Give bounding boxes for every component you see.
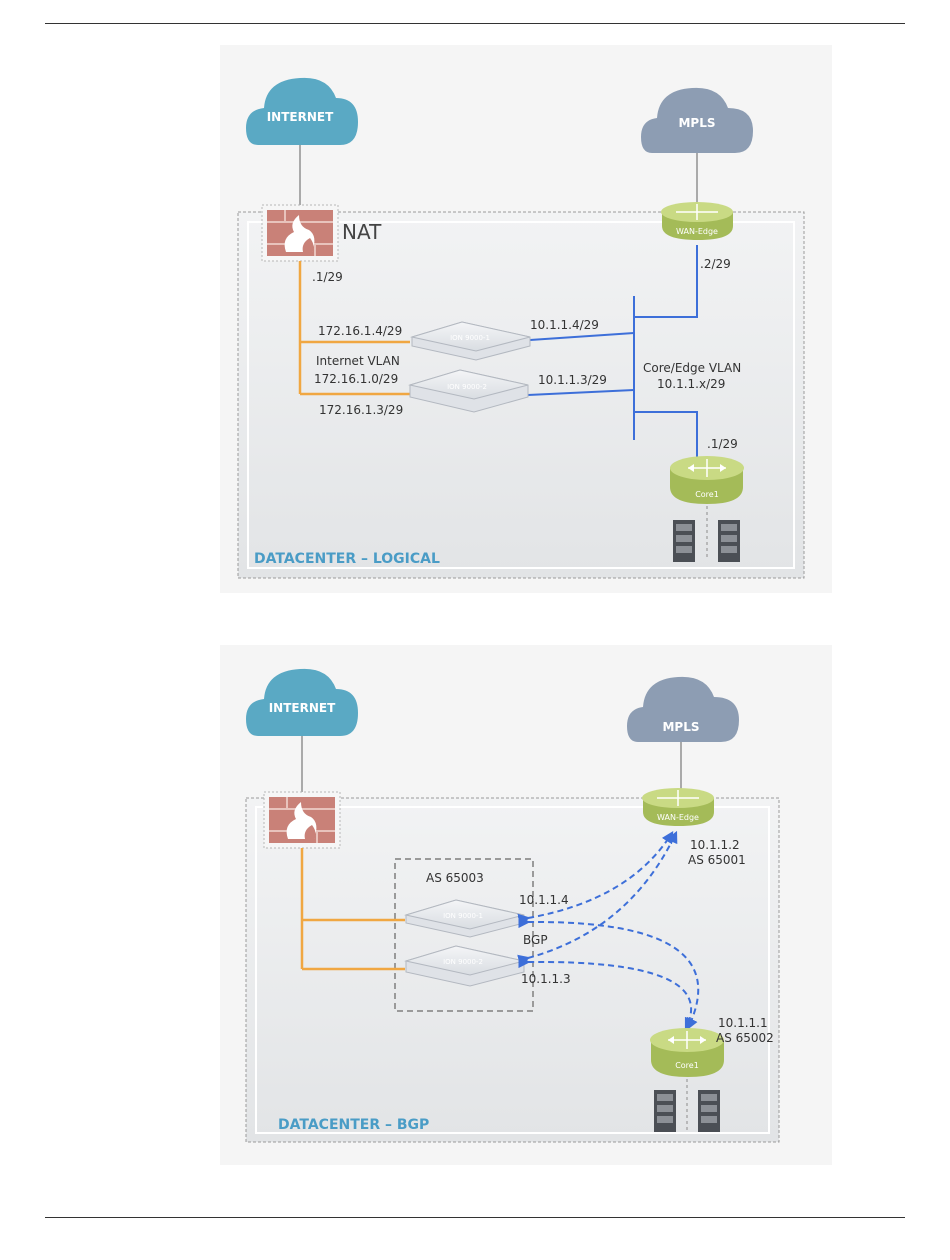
nat-label: NAT [342, 220, 382, 244]
core1-as: AS 65002 [716, 1031, 774, 1045]
as-group-label: AS 65003 [426, 871, 484, 885]
mpls-label: MPLS [662, 720, 699, 734]
bgp-label: BGP [523, 933, 548, 947]
core1-router-icon [670, 456, 744, 504]
core-edge-vlan-links [527, 245, 698, 457]
ion1-internet-address: 172.16.1.4/29 [318, 324, 402, 338]
wan-edge-label: WAN-Edge [676, 227, 718, 236]
wan-edge-router-icon [661, 202, 733, 240]
core1-label: Core1 [675, 1061, 699, 1070]
mpls-cloud-icon [627, 676, 739, 742]
core-edge-vlan-name: Core/Edge VLAN [643, 361, 741, 375]
ion1-ip-label: 10.1.1.4 [519, 893, 569, 907]
ion2-ip-label: 10.1.1.3 [521, 972, 571, 986]
firewall-icon [263, 791, 341, 849]
panel-inner-frame [255, 806, 770, 1134]
wan-edge-router-icon [642, 788, 714, 826]
core-edge-vlan-subnet: 10.1.1.x/29 [657, 377, 725, 391]
internet-label: INTERNET [269, 701, 336, 715]
header-rule [45, 23, 905, 24]
core1-ip: 10.1.1.1 [718, 1016, 768, 1030]
server-rack-icon [673, 520, 695, 562]
mpls-cloud-icon [641, 87, 753, 153]
firewall-nat-icon [261, 204, 339, 262]
wan-edge-address-label: .2/29 [700, 257, 731, 271]
ion-9000-2-label: ION 9000-2 [443, 958, 483, 966]
bgp-session-ion2-core1 [518, 956, 696, 1031]
server-rack-icon [698, 1090, 720, 1132]
core1-label: Core1 [695, 490, 719, 499]
ion-9000-1-label: ION 9000-1 [443, 912, 483, 920]
ion-9000-1-label: ION 9000-1 [450, 334, 490, 342]
internet-cloud-icon [246, 668, 358, 736]
mpls-label: MPLS [678, 116, 715, 130]
footer-rule [45, 1217, 905, 1218]
internet-vlan-subnet: 172.16.1.0/29 [314, 372, 398, 386]
internet-vlan-links [298, 261, 410, 396]
core1-router-icon [650, 1028, 724, 1077]
ion-9000-2-device-icon [408, 369, 529, 413]
internet-vlan-name: Internet VLAN [316, 354, 400, 368]
panel-inner-frame [247, 221, 795, 569]
bgp-sessions [517, 830, 700, 1031]
internet-links [300, 848, 405, 971]
internet-cloud-icon [246, 77, 358, 145]
core-address-label: .1/29 [707, 437, 738, 451]
datacenter-logical-diagram: INTERNET MPLS NAT .1/29 WAN-Edge .2/29 [220, 45, 832, 593]
bgp-session-ion1-core1 [518, 916, 700, 1031]
server-rack-icon [718, 520, 740, 562]
ion2-internet-address: 172.16.1.3/29 [319, 403, 403, 417]
nat-address-label: .1/29 [312, 270, 343, 284]
server-rack-icon [654, 1090, 676, 1132]
panel-title-bgp: DATACENTER – BGP [278, 1117, 429, 1133]
internet-label: INTERNET [267, 110, 334, 124]
ion2-core-address: 10.1.1.3/29 [538, 373, 607, 387]
ion-9000-1-device-icon [404, 899, 525, 938]
wan-edge-as: AS 65001 [688, 853, 746, 867]
ion1-core-address: 10.1.1.4/29 [530, 318, 599, 332]
datacenter-bgp-diagram: INTERNET MPLS WAN-Edge 10.1.1.2 AS 65001… [220, 645, 832, 1165]
wan-edge-ip: 10.1.1.2 [690, 838, 740, 852]
wan-edge-label: WAN-Edge [657, 813, 699, 822]
ion-9000-2-label: ION 9000-2 [447, 383, 487, 391]
ion-9000-1-device-icon [410, 321, 531, 361]
panel-title-logical: DATACENTER – LOGICAL [254, 551, 440, 567]
